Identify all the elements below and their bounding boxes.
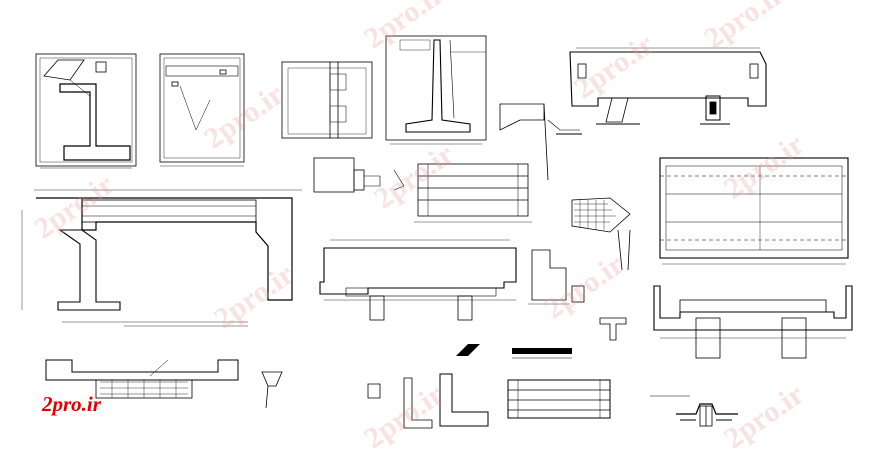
- abutment-section: [653, 285, 853, 359]
- expansion-joint-detail: [650, 395, 738, 427]
- section-detail-c: [281, 61, 373, 139]
- deck-plan: [659, 157, 849, 265]
- bearing-detail: [499, 103, 582, 181]
- joint-detail: [313, 157, 405, 193]
- footing-detail: [45, 359, 239, 399]
- t-detail: [599, 317, 627, 341]
- anchor-detail: [261, 371, 283, 409]
- central-section: [319, 239, 517, 321]
- hatch-detail: [456, 344, 572, 359]
- bridge-main-elevation: [21, 189, 302, 327]
- bottom-railing-elevation: [507, 379, 611, 419]
- pier-detail: [528, 249, 585, 305]
- section-detail-b: [159, 53, 245, 167]
- site-logo: 2pro.ir: [42, 392, 101, 416]
- rebar-cage-detail: [571, 197, 631, 271]
- railing-elevation: [414, 163, 532, 223]
- section-detail-a: [35, 53, 137, 169]
- abutment-elevation: [569, 47, 767, 125]
- corbel-detail: [367, 373, 489, 429]
- section-detail-d: [385, 35, 487, 145]
